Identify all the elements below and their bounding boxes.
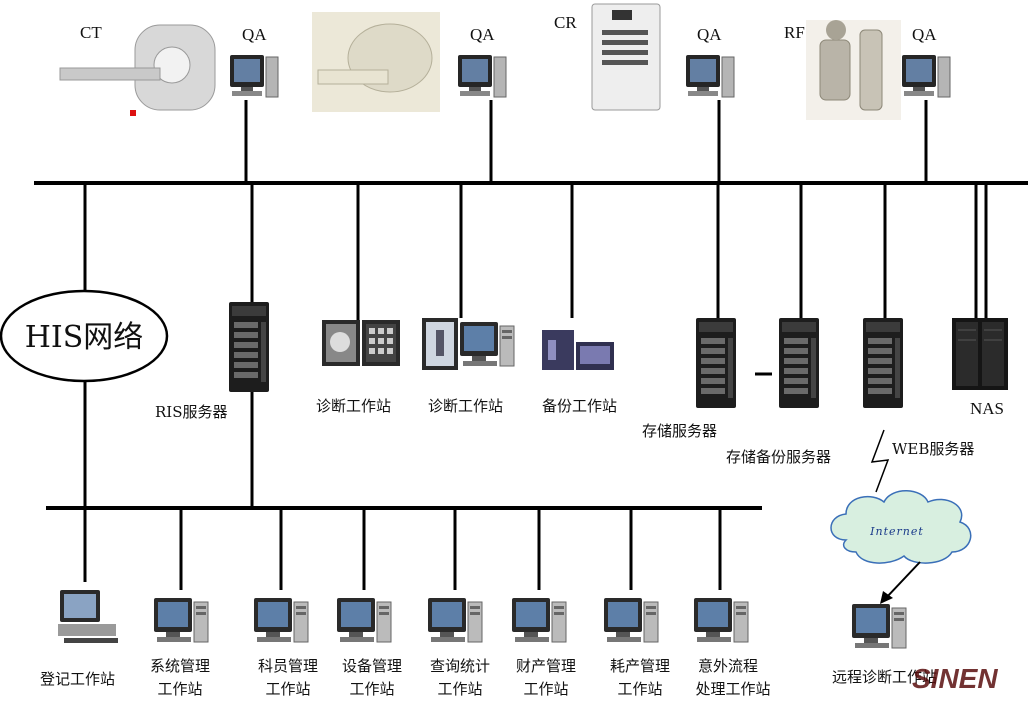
remote-arrow-line <box>885 561 921 599</box>
asset-mgmt-label-1: 财产管理 <box>516 657 576 675</box>
asset-mgmt-workstation-icon <box>511 597 567 643</box>
diagnosis-2-label: 诊断工作站 <box>428 397 503 415</box>
internet-cloud-icon <box>830 490 972 564</box>
storage-server-label: 存储服务器 <box>642 422 717 440</box>
equipment-mgmt-label-2: 工作站 <box>349 680 394 698</box>
query-stats-workstation-icon <box>427 597 483 643</box>
system-mgmt-label-1: 系统管理 <box>150 657 210 675</box>
equipment-mgmt-label-1: 设备管理 <box>342 657 402 675</box>
backup-workstation-icon <box>542 330 614 370</box>
web-server-icon <box>863 318 903 408</box>
registration-workstation-icon <box>58 590 118 643</box>
system-mgmt-label-2: 工作站 <box>157 680 202 698</box>
query-stats-label-1: 查询统计 <box>430 657 490 675</box>
mr-scanner-icon <box>312 12 440 112</box>
cr-qa-monitor-icon <box>685 54 735 98</box>
consumable-mgmt-label-1: 耗产管理 <box>610 657 670 675</box>
staff-mgmt-label-2: 工作站 <box>265 680 310 698</box>
remote-arrow-head-icon <box>880 591 893 604</box>
mr-qa-monitor-icon <box>457 54 507 98</box>
cr-label: CR <box>554 13 577 32</box>
consumable-mgmt-workstation-icon <box>603 597 659 643</box>
backup-workstation-label: 备份工作站 <box>542 397 617 415</box>
incident-label-2: 处理工作站 <box>695 680 770 698</box>
nas-label: NAS <box>970 399 1004 418</box>
ct-qa-label: QA <box>242 25 267 44</box>
ris-server-label: RIS服务器 <box>155 403 228 421</box>
consumable-mgmt-label-2: 工作站 <box>617 680 662 698</box>
asset-mgmt-label-2: 工作站 <box>523 680 568 698</box>
web-server-label: WEB服务器 <box>892 440 974 458</box>
internet-label: Internet <box>869 525 924 538</box>
storage-backup-server-label: 存储备份服务器 <box>726 448 831 466</box>
system-mgmt-workstation-icon <box>153 597 209 643</box>
rf-qa-monitor-icon <box>901 54 951 98</box>
staff-mgmt-workstation-icon <box>253 597 309 643</box>
query-stats-label-2: 工作站 <box>437 680 482 698</box>
mr-qa-label: QA <box>470 25 495 44</box>
wan-link-icon <box>870 429 890 493</box>
diagnosis-1-display-icon <box>322 320 400 366</box>
diagnosis-2-display-icon <box>422 318 515 370</box>
sinen-watermark: SINEN <box>912 663 998 694</box>
his-network-label: HIS网络 <box>25 320 144 355</box>
storage-server-icon <box>696 318 736 408</box>
remote-workstation-label: 远程诊断工作站 <box>832 668 937 686</box>
rf-system-icon <box>806 20 901 120</box>
cr-reader-icon <box>591 3 661 111</box>
cr-qa-label: QA <box>697 25 722 44</box>
storage-backup-server-icon <box>779 318 819 408</box>
diagnosis-1-label: 诊断工作站 <box>316 397 391 415</box>
equipment-mgmt-workstation-icon <box>336 597 392 643</box>
remote-workstation-icon <box>851 603 907 649</box>
registration-workstation-label: 登记工作站 <box>40 670 115 688</box>
ct-scanner-icon <box>59 24 216 116</box>
rf-qa-label: QA <box>912 25 937 44</box>
nas-storage-icon <box>952 318 1008 390</box>
rf-label: RF <box>784 23 805 42</box>
incident-workstation-icon <box>693 597 749 643</box>
ris-server-icon <box>229 302 269 392</box>
staff-mgmt-label-1: 科员管理 <box>258 657 318 675</box>
incident-label-1: 意外流程 <box>698 657 758 675</box>
ct-qa-monitor-icon <box>229 54 279 98</box>
ct-label: CT <box>80 23 102 42</box>
